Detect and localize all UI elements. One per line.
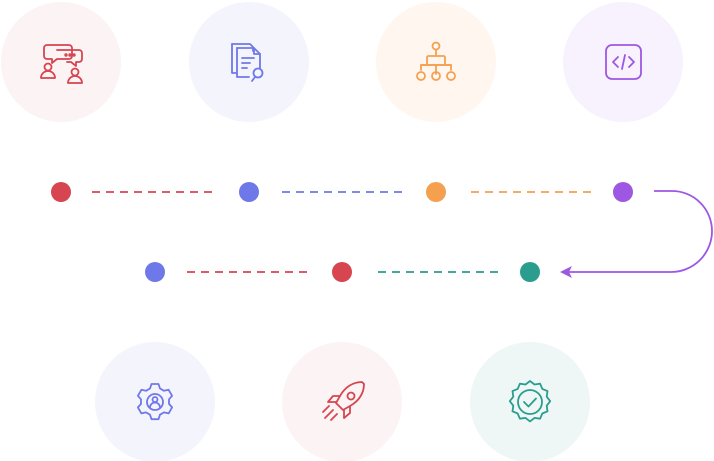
step-1-dot (51, 182, 71, 202)
step-2-icon-tile (189, 2, 309, 122)
step-4-icon-tile (563, 2, 683, 122)
code-icon (605, 44, 642, 80)
step-2-dot (239, 182, 259, 202)
step-7-icon-tile (95, 342, 215, 461)
step-6-dot (332, 262, 352, 282)
connector-step-4-to-5-arrow (560, 190, 713, 278)
user-settings-icon (137, 383, 173, 421)
step-5-dot (520, 262, 540, 282)
step-5-icon-tile (470, 342, 590, 461)
verified-badge-icon (508, 380, 552, 423)
step-6-icon-tile (282, 342, 402, 461)
sitemap-icon (416, 41, 456, 81)
rocket-icon (322, 381, 365, 421)
step-4-dot (613, 182, 633, 202)
step-3-icon-tile (376, 2, 496, 122)
document-search-icon (231, 43, 264, 82)
discussion-icon (40, 44, 83, 84)
step-3-dot (426, 182, 446, 202)
step-7-dot (145, 262, 165, 282)
step-1-icon-tile (1, 2, 121, 122)
